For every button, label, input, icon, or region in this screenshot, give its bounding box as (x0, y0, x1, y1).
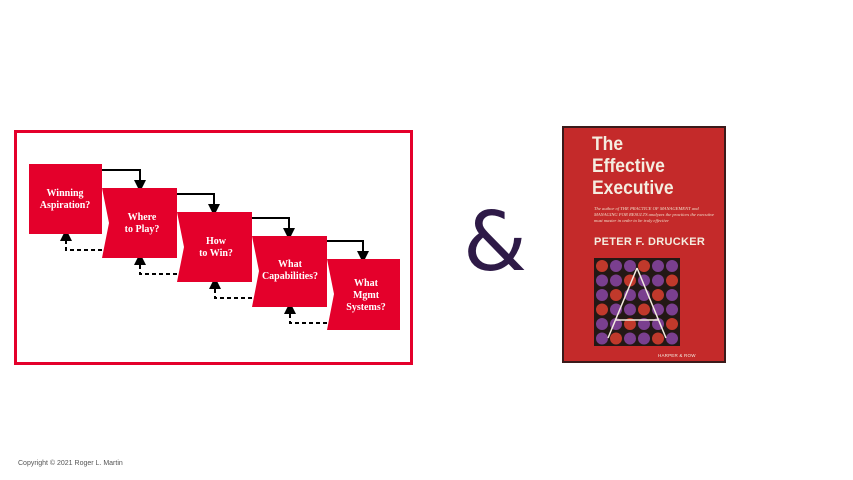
book-cover-dot (596, 274, 608, 287)
step-box-how-to-win (177, 212, 252, 282)
book-cover-dot (638, 303, 650, 316)
step-label-what-mgmt-systems-line3: Systems? (346, 302, 385, 313)
book-cover-effective-executive: The Effective Executive The author of TH… (562, 126, 726, 363)
step-box-what-capabilities (252, 236, 327, 307)
step-label-winning-aspiration-line1: Winning (46, 188, 83, 199)
step-box-what-mgmt-systems (327, 259, 400, 330)
book-cover-dot (652, 260, 664, 272)
step-box-where-to-play (102, 188, 177, 258)
strategy-cascade-diagram: Winning Aspiration? Where to Play? How t… (29, 164, 400, 330)
book-blurb: The author of THE PRACTICE OF MANAGEMENT… (594, 206, 715, 223)
step-label-what-capabilities-line2: Capabilities? (262, 271, 318, 282)
book-cover-dot (638, 260, 650, 272)
book-cover-dot (596, 318, 608, 330)
book-cover-dot (652, 274, 664, 287)
book-cover-dot (666, 260, 678, 272)
book-title: The Effective Executive (592, 134, 712, 200)
step-label-how-to-win-line2: to Win? (199, 248, 233, 259)
step-label-what-capabilities-line1: What (278, 259, 303, 270)
book-cover-triangle-outline (607, 267, 667, 339)
book-cover-dot (624, 318, 636, 330)
step-label-where-to-play-line2: to Play? (125, 224, 160, 235)
step-label-how-to-win-line1: How (206, 236, 227, 247)
book-cover-dot (624, 303, 636, 316)
book-cover-dot (610, 332, 622, 345)
book-title-line-1: The (592, 134, 624, 155)
book-cover-dot (666, 274, 678, 287)
step-label-what-mgmt-systems-line1: What (354, 278, 379, 289)
book-cover-dot-pattern (594, 258, 680, 346)
book-cover-dot (624, 332, 636, 345)
book-cover-dot (610, 274, 622, 287)
forward-arrow-2 (175, 193, 220, 216)
book-cover-dot (596, 289, 608, 301)
book-cover-dot (666, 332, 678, 345)
step-label-what-mgmt-systems-line2: Mgmt (353, 290, 380, 301)
step-label-where-to-play-line1: Where (128, 212, 157, 223)
book-cover-dot (624, 260, 636, 272)
forward-arrow-1 (101, 169, 146, 192)
forward-arrow-4 (324, 240, 369, 263)
forward-arrow-3 (249, 217, 295, 240)
feedback-arrow-4 (284, 302, 327, 324)
ampersand: & (463, 195, 527, 290)
book-cover-dot (596, 332, 608, 345)
book-title-line-2: Effective (592, 156, 665, 177)
book-cover-dot (666, 303, 678, 316)
book-cover-dot (638, 332, 650, 345)
book-cover-dot (596, 260, 608, 272)
feedback-arrow-2 (134, 253, 177, 275)
book-cover-dot (610, 260, 622, 272)
copyright-notice: Copyright © 2021 Roger L. Martin (18, 460, 123, 467)
book-publisher: HARPER & ROW (658, 353, 696, 358)
book-author: PETER F. DRUCKER (594, 236, 706, 248)
strategy-cascade-frame: Winning Aspiration? Where to Play? How t… (14, 130, 413, 365)
book-title-line-3: Executive (592, 178, 674, 199)
step-box-winning-aspiration (29, 164, 102, 234)
book-cover-dot (652, 332, 664, 345)
feedback-arrow-3 (209, 277, 252, 299)
book-cover-dot (596, 303, 608, 316)
book-cover-dot (666, 318, 678, 330)
book-cover-dot (652, 289, 664, 301)
feedback-arrow-1 (60, 229, 102, 251)
book-cover-dot (610, 289, 622, 301)
book-cover-dot (666, 289, 678, 301)
book-cover-dot (638, 318, 650, 330)
step-label-winning-aspiration-line2: Aspiration? (40, 200, 91, 211)
